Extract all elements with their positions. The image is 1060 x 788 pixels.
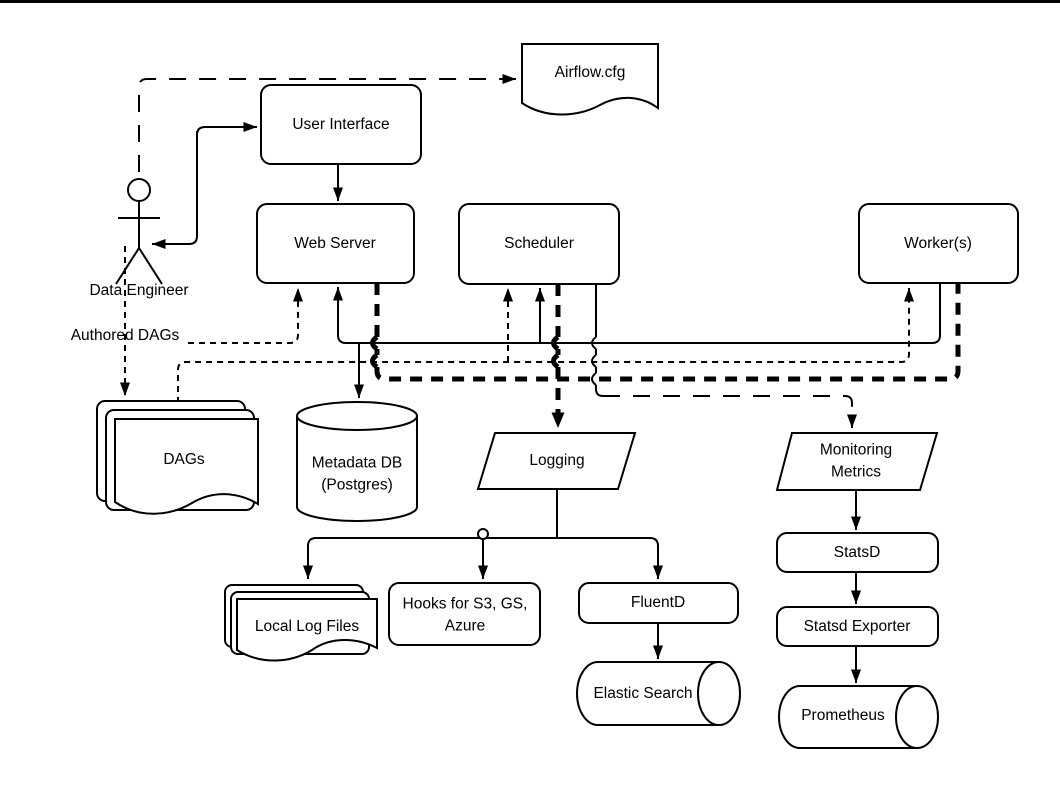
top-border [0,0,1060,3]
statsd-label: StatsD [833,544,881,562]
metadata-db-node [296,401,418,522]
edge-logging-hooks-junction [477,528,489,540]
edge-scheduler-monitoring-hop-1 [591,336,597,350]
edge-workers-web-server-bus [333,283,941,344]
logging-node [476,432,637,490]
fluentd-label: FluentD [630,594,686,612]
scheduler-node [458,203,620,285]
dags-label: DAGs [163,451,205,469]
web-server-label: Web Server [294,235,376,253]
edge-scheduler-monitoring-hop-3 [591,372,597,386]
edge-authored-dags-web-server [188,288,303,344]
edge-logging-local-log-files [303,537,557,579]
airflow-cfg-node [521,43,659,116]
elastic-search-label: Elastic Search [593,685,693,703]
edge-scheduler-monitoring-horizontal [603,395,857,428]
user-interface-node [260,84,422,165]
workers-label: Worker(s) [904,235,972,253]
scheduler-label: Scheduler [504,235,574,253]
hooks-node [388,582,541,646]
fluentd-node [578,582,739,624]
edge-ui-data-engineer-b [152,131,198,249]
airflow-cfg-label: Airflow.cfg [554,64,626,82]
edge-logging-bus [374,283,961,382]
metadata-db-label: Metadata DB (Postgres) [311,454,403,493]
edge-logging-bus-hop-1 [370,334,379,352]
edge-data-engineer-airflow-cfg [138,74,516,172]
statsd-exporter-node [776,606,939,647]
hooks-label: Hooks for S3, GS, Azure [402,595,528,634]
actor-leg-left [115,247,140,285]
local-log-files-node [224,584,378,662]
edge-dags-workers-bus [177,288,914,403]
prometheus-label: Prometheus [801,707,885,725]
edge-logging-bus-hop-2 [370,352,379,370]
authored-dags-label: Authored DAGs [70,327,180,345]
monitoring-metrics-label: Monitoring Metrics [819,441,893,480]
edge-scheduler-logging-hop-2 [551,352,560,370]
actor-head [127,178,151,202]
logging-label: Logging [529,452,585,470]
elastic-search-node [576,661,741,726]
data-engineer-label: Data Engineer [89,282,189,300]
edge-scheduler-monitoring-hop-2 [591,354,597,368]
edge-logging-fluentd [557,537,663,579]
dags-node [96,400,259,515]
actor-leg-right [138,247,163,285]
local-log-files-label: Local Log Files [254,618,360,636]
edge-scheduler-logging-hop-1 [551,334,560,352]
web-server-node [256,203,415,284]
statsd-exporter-label: Statsd Exporter [803,618,911,636]
prometheus-node [778,685,939,749]
workers-node [858,203,1019,284]
statsd-node [776,532,939,573]
edge-ui-data-engineer-a [196,122,257,136]
monitoring-metrics-node [775,432,939,491]
edge-scheduler-monitoring-vertical [595,284,604,397]
data-engineer-actor [115,178,163,285]
user-interface-label: User Interface [292,116,390,134]
